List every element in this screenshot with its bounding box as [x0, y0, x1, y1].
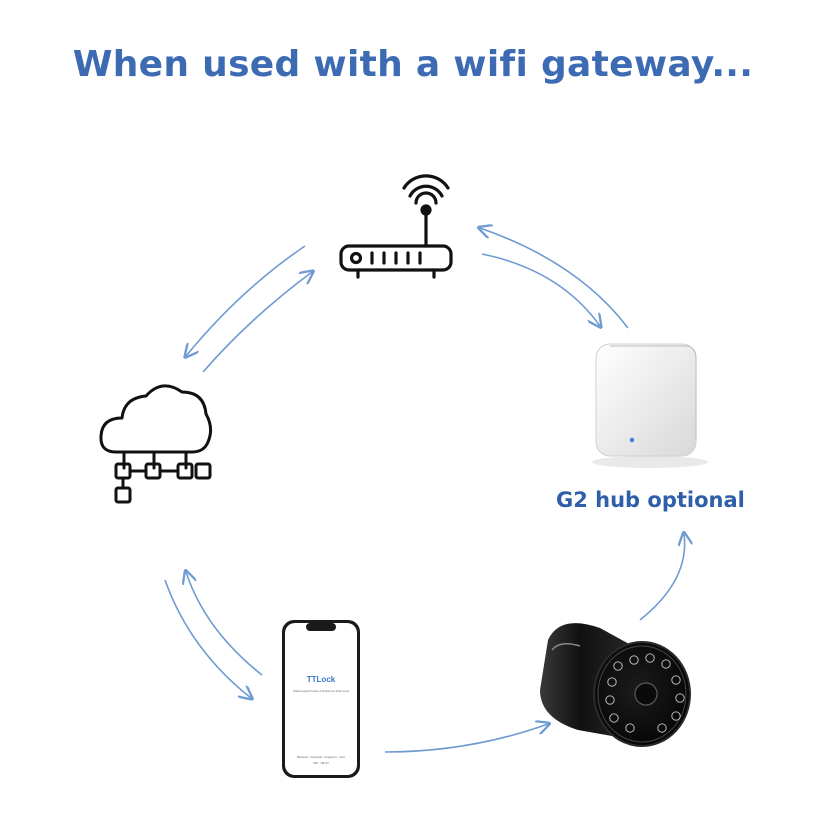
wifi-router-icon	[339, 174, 453, 279]
g2-hub-device	[592, 343, 708, 468]
arrow-phone-to-lock	[384, 724, 548, 753]
arrow-router-to-hub	[481, 253, 600, 326]
hub-optional-label: G2 hub optional	[556, 488, 745, 512]
smartphone-ttlock-app: TTLock Global Leading Provider of Soluti…	[282, 620, 360, 778]
arrow-lock-to-hub	[639, 534, 685, 621]
arrow-cloud-to-phone	[164, 579, 251, 698]
phone-tagline: Global Leading Provider of Solutions for…	[293, 690, 350, 693]
phone-footer-2: WiFi · NB-IoT	[313, 761, 329, 765]
arrows	[164, 228, 685, 753]
cloud-network-icon	[99, 384, 213, 504]
arrow-hub-to-router	[480, 228, 629, 329]
arrow-phone-to-cloud	[186, 572, 263, 676]
smart-cylinder-lock	[540, 623, 691, 747]
arrow-router-to-cloud	[186, 245, 306, 356]
phone-app-name: TTLock	[307, 675, 336, 684]
phone-footer: Bluetooth · Passcode · Fingerprint · Car…	[297, 755, 345, 759]
page-title: When used with a wifi gateway...	[72, 44, 754, 85]
arrow-cloud-to-router	[202, 272, 312, 373]
